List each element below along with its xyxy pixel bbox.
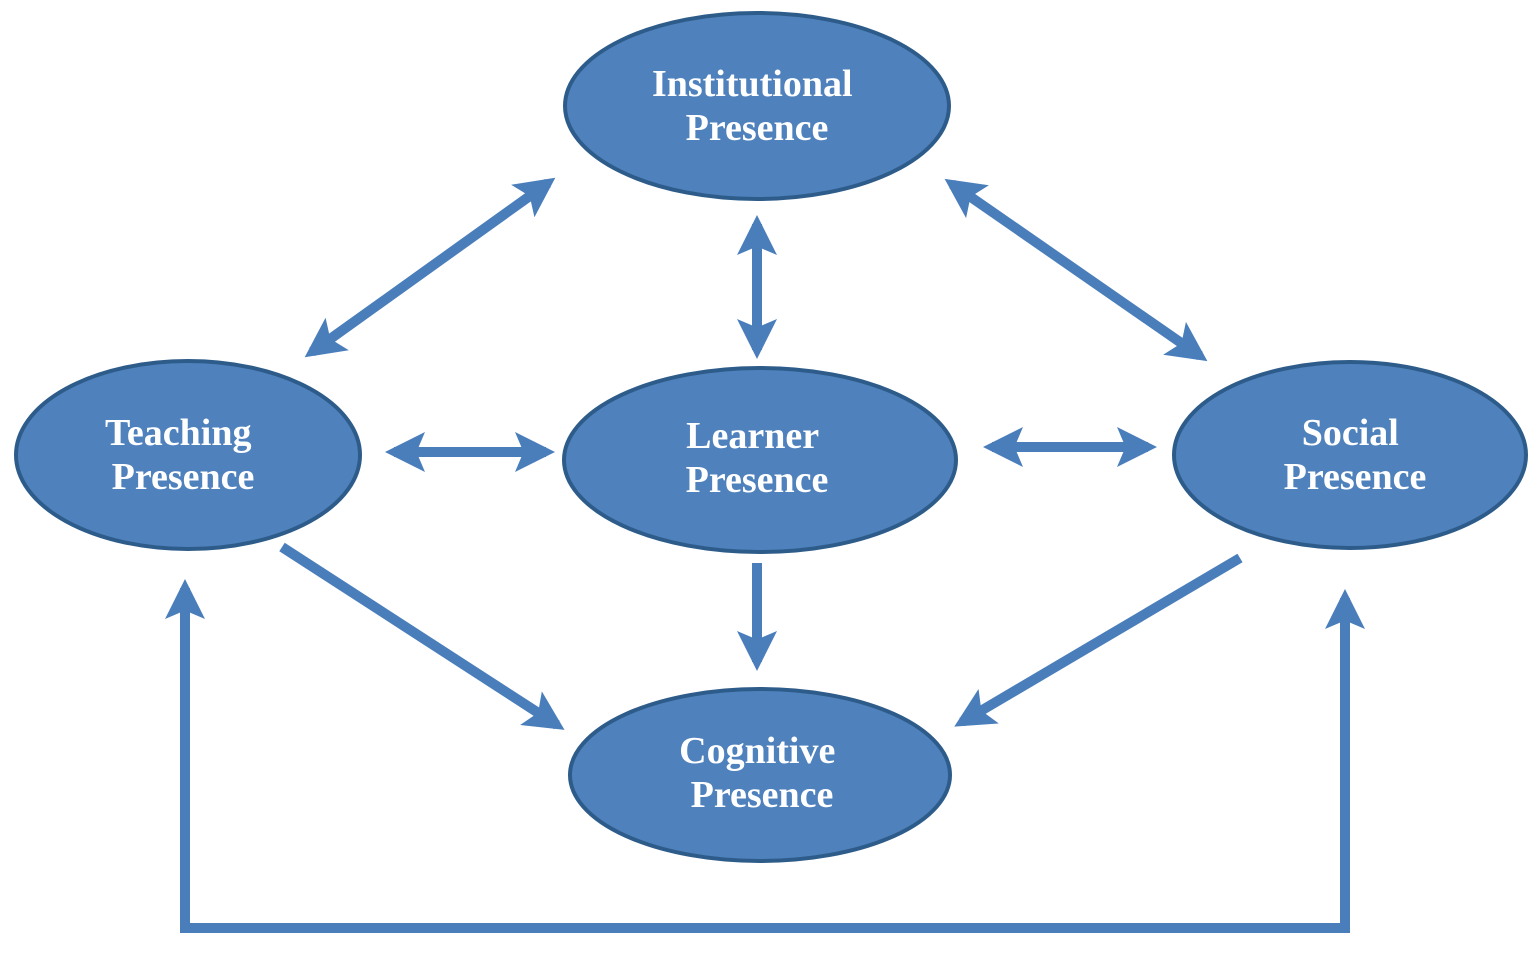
node-social-label: Social Presence bbox=[1284, 412, 1427, 498]
node-learner-ellipse bbox=[562, 366, 958, 554]
node-institutional-ellipse bbox=[563, 11, 951, 201]
node-cognitive-ellipse bbox=[568, 687, 952, 863]
node-teaching-ellipse bbox=[14, 359, 362, 551]
arrow-social-cognitive bbox=[954, 553, 1243, 727]
node-institutional-presence: Institutional Presence bbox=[563, 11, 951, 201]
node-social-presence: Social Presence bbox=[1172, 360, 1528, 550]
node-teaching-presence: Teaching Presence bbox=[14, 359, 362, 551]
node-teaching-label: Teaching Presence bbox=[105, 412, 261, 498]
arrow-feedback-loop bbox=[165, 578, 1365, 933]
node-social-ellipse bbox=[1172, 360, 1528, 550]
node-cognitive-presence: Cognitive Presence bbox=[568, 687, 952, 863]
arrow-institutional-social bbox=[944, 178, 1208, 362]
node-learner-presence: Learner Presence bbox=[562, 366, 958, 554]
arrow-teaching-institutional bbox=[304, 177, 556, 358]
node-institutional-label: Institutional Presence bbox=[652, 63, 862, 149]
node-learner-label: Learner Presence bbox=[686, 415, 829, 501]
node-cognitive-label: Cognitive Presence bbox=[679, 730, 845, 816]
arrow-teaching-cognitive bbox=[279, 542, 565, 730]
